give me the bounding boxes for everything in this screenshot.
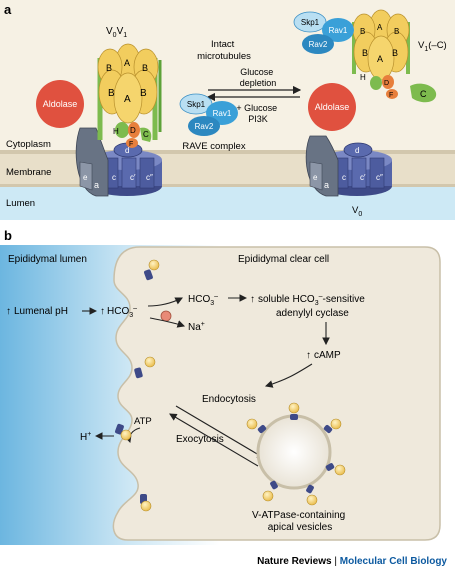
cell-hco3-text: HCO3– bbox=[188, 293, 218, 307]
apical-v-atpase bbox=[115, 423, 132, 441]
v0v1-complex: c c′ c″ a e d A B B B bbox=[36, 43, 162, 197]
v0-right-e-label: e bbox=[313, 173, 318, 182]
lumenal-ph-text: ↑Lumenal pH bbox=[6, 306, 68, 317]
panel-b-label: b bbox=[4, 228, 12, 243]
subunit-H-label: H bbox=[113, 127, 119, 136]
subunit-c-free-label: C bbox=[420, 89, 427, 99]
v1-rave-rav1-label: Rav1 bbox=[329, 26, 348, 35]
subunit-a-label: a bbox=[94, 180, 99, 190]
aldolase-right-label: Aldolase bbox=[315, 102, 350, 112]
subunit-A-center: A bbox=[124, 94, 131, 105]
journal-name: Nature Reviews bbox=[257, 556, 332, 567]
v1-free-B-top-right: B bbox=[394, 27, 399, 36]
apical-v-atpase bbox=[144, 259, 160, 281]
subunit-D-label: D bbox=[130, 126, 136, 135]
subunit-B-top-left: B bbox=[106, 63, 112, 73]
apical-v-atpase bbox=[140, 494, 152, 512]
endocytosis-arrow bbox=[175, 405, 265, 459]
v0-right-c-label: c bbox=[342, 173, 346, 182]
membrane-label: Membrane bbox=[6, 167, 51, 178]
rave-rav1-label: Rav1 bbox=[213, 109, 232, 118]
v1-free-F-label: F bbox=[389, 92, 393, 99]
atp-text: ATP bbox=[134, 416, 152, 427]
rave-complex-middle: Skp1 Rav1 Rav2 bbox=[179, 93, 238, 136]
glucose-depletion-label: Glucose depletion bbox=[240, 67, 277, 88]
v1-free-D-label: D bbox=[384, 80, 389, 87]
v0-domain-right: c c′ c″ a e d bbox=[305, 135, 392, 197]
panel-a-label: a bbox=[4, 2, 12, 17]
v1-rave-skp1-label: Skp1 bbox=[301, 18, 320, 27]
v0-domain-left: c c′ c″ a e d bbox=[75, 127, 162, 197]
subunit-c-label: c bbox=[112, 173, 116, 182]
lumen-label: Lumen bbox=[6, 198, 35, 209]
v0-right-a-label: a bbox=[324, 180, 329, 190]
adenylyl-cyclase-text: adenylyl cyclase bbox=[276, 308, 349, 319]
v1-free-complex: A B B B B A H D F C Skp1 Rav1 Rav2 bbox=[293, 9, 437, 103]
clear-cell-body bbox=[112, 246, 441, 541]
journal-separator: | bbox=[331, 556, 340, 567]
subunit-B-right: B bbox=[140, 88, 147, 99]
subunit-c-prime-label: c′ bbox=[130, 173, 136, 182]
aldolase-left bbox=[36, 80, 84, 128]
bicarbonate-transporter bbox=[160, 310, 172, 322]
membrane-lower-boundary bbox=[0, 184, 455, 187]
cytoplasm-membrane-boundary bbox=[0, 150, 455, 154]
aldolase-left-label: Aldolase bbox=[43, 99, 78, 109]
na-text: Na+ bbox=[188, 321, 205, 333]
subunit-F-label: F bbox=[129, 141, 133, 148]
h-plus-text: H+ bbox=[80, 431, 91, 443]
camp-to-endocytosis-arrow bbox=[264, 363, 313, 388]
subjournal-name: Molecular Cell Biology bbox=[339, 556, 447, 567]
camp-text: ↑cAMP bbox=[306, 350, 341, 361]
soluble-hco3-text: ↑soluble HCO3–-sensitive bbox=[250, 293, 365, 307]
v1-rave-rav2-label: Rav2 bbox=[309, 40, 328, 49]
rave-rav2-label: Rav2 bbox=[195, 122, 214, 131]
v1-free-A-top: A bbox=[377, 23, 383, 32]
v0-right-c-prime-label: c′ bbox=[360, 173, 366, 182]
rave-skp1-label: Skp1 bbox=[187, 100, 206, 109]
glucose-pi3k-label: + Glucose PI3K bbox=[236, 103, 279, 124]
subunit-e-label: e bbox=[83, 173, 88, 182]
subunit-A-top: A bbox=[124, 58, 130, 68]
v0-label: V0 bbox=[352, 205, 362, 218]
epididymal-lumen-label: Epididymal lumen bbox=[8, 254, 87, 265]
cytoplasm-label: Cytoplasm bbox=[6, 139, 51, 150]
v1-free-B-right: B bbox=[392, 48, 398, 58]
exocytosis-arrow bbox=[169, 413, 259, 467]
subunit-C-label: C bbox=[143, 130, 149, 139]
v1-free-B-top-left: B bbox=[360, 27, 365, 36]
lumen-hco3-text: ↑HCO3– bbox=[100, 305, 137, 319]
apical-vesicle bbox=[256, 414, 332, 490]
central-stalk-left: H D F C bbox=[113, 122, 152, 148]
subunit-B-top-right: B bbox=[142, 63, 148, 73]
v0-right-d-label: d bbox=[355, 146, 359, 155]
clear-cell-label: Epididymal clear cell bbox=[238, 254, 329, 265]
intact-microtubules-label: Intact microtubules bbox=[197, 39, 251, 62]
atp-arrow bbox=[124, 427, 141, 443]
v1-free-H-label: H bbox=[360, 73, 366, 82]
lumen-band bbox=[0, 187, 455, 220]
subunit-d-label: d bbox=[125, 146, 129, 155]
v1-free-B-left: B bbox=[362, 48, 368, 58]
v0v1-label: V0V1 bbox=[106, 26, 127, 39]
hco3-influx-arrow bbox=[147, 297, 183, 307]
v0-right-c-dprime-label: c″ bbox=[376, 173, 383, 182]
subunit-B-left: B bbox=[108, 88, 115, 99]
apical-v-atpase bbox=[134, 356, 156, 379]
endocytosis-label: Endocytosis bbox=[202, 394, 256, 405]
rave-complex-label: RAVE complex bbox=[182, 141, 245, 152]
v1-hexamer-left: A B B B B A bbox=[97, 43, 159, 124]
v1-free-A-center: A bbox=[377, 54, 383, 64]
subunit-c-dprime-label: c″ bbox=[146, 173, 153, 182]
subunit-c-free bbox=[410, 83, 437, 103]
na-efflux-arrow bbox=[149, 317, 186, 328]
v1-minus-c-label: V1(–C) bbox=[418, 40, 447, 53]
aldolase-right bbox=[308, 83, 356, 131]
exocytosis-label: Exocytosis bbox=[176, 434, 224, 445]
vesicle-v-atpases bbox=[246, 402, 346, 506]
journal-credit: Nature Reviews | Molecular Cell Biology bbox=[257, 556, 447, 567]
vesicle-label: V-ATPase-containing apical vesicles bbox=[252, 510, 348, 533]
